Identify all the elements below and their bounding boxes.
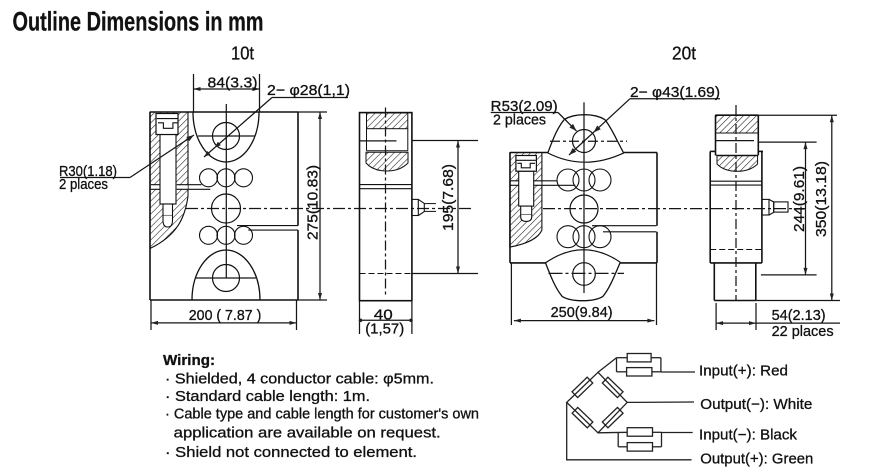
svg-text:2 places: 2 places <box>59 176 108 193</box>
svg-text:275(10.83): 275(10.83) <box>305 165 322 240</box>
svg-text:10t: 10t <box>231 44 254 64</box>
svg-text:· Shielded, 4 conductor cable:: · Shielded, 4 conductor cable: φ5mm. <box>165 372 434 388</box>
svg-text:· Standard cable length: 1m.: · Standard cable length: 1m. <box>165 389 370 405</box>
svg-text:195(7.68): 195(7.68) <box>440 164 457 231</box>
svg-text:20t: 20t <box>672 44 696 64</box>
svg-text:244(9.61): 244(9.61) <box>791 166 808 232</box>
svg-text:· Cable type and cable length: · Cable type and cable length for custom… <box>165 407 479 423</box>
svg-text:200 ( 7.87 ): 200 ( 7.87 ) <box>189 307 261 324</box>
svg-text:Output(+): Green: Output(+): Green <box>700 451 813 468</box>
svg-text:Wiring:: Wiring: <box>163 352 215 369</box>
svg-text:2− φ43(1.69): 2− φ43(1.69) <box>630 84 720 101</box>
svg-text:(1,57): (1,57) <box>365 321 404 338</box>
svg-text:Input(−): Black: Input(−): Black <box>699 427 797 444</box>
svg-text:R53(2.09): R53(2.09) <box>491 98 558 115</box>
svg-text:2 places: 2 places <box>493 112 546 129</box>
svg-text:54(2.13): 54(2.13) <box>772 307 826 324</box>
svg-text:R30(1.18): R30(1.18) <box>59 163 117 180</box>
svg-text:· Shield not connected to elem: · Shield not connected to element. <box>165 445 417 461</box>
svg-text:Outline Dimensions in mm: Outline Dimensions in mm <box>13 7 264 37</box>
svg-text:22 places: 22 places <box>772 323 834 340</box>
svg-text:40: 40 <box>374 307 393 324</box>
svg-text:2− φ28(1,1): 2− φ28(1,1) <box>267 82 350 99</box>
svg-text:250(9.84): 250(9.84) <box>551 304 613 321</box>
svg-text:Output(−): White: Output(−): White <box>700 396 812 413</box>
svg-text:84(3.3): 84(3.3) <box>208 75 258 92</box>
svg-text:application are available on r: application are available on request. <box>174 426 441 442</box>
svg-text:Input(+): Red: Input(+): Red <box>699 363 788 380</box>
svg-text:350(13.18): 350(13.18) <box>813 161 830 237</box>
